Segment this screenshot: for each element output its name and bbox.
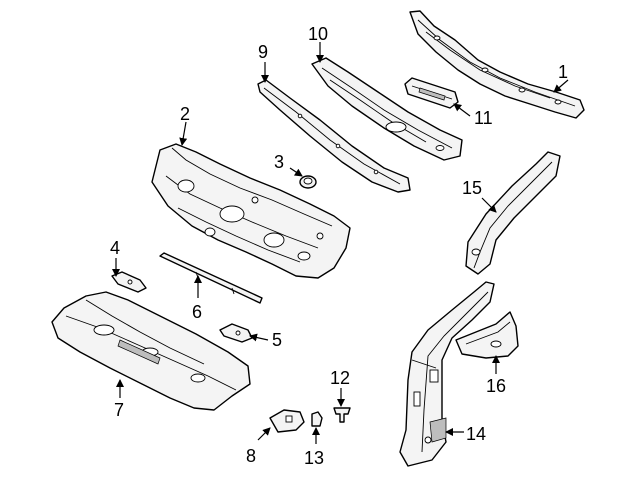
part-14-pillar-lower [399, 281, 495, 467]
callout-12: 12 [330, 368, 350, 388]
leader-lines [112, 42, 569, 444]
callout-7: 7 [114, 400, 124, 420]
callout-3: 3 [274, 152, 284, 172]
callout-2: 2 [180, 104, 190, 124]
part-2-dash-panel [151, 143, 351, 279]
part-5-bracket [219, 323, 253, 343]
callout-9: 9 [258, 42, 268, 62]
part-13-clip [311, 411, 323, 427]
callout-1: 1 [558, 62, 568, 82]
part-11-bracket [404, 77, 459, 109]
part-8-bracket [269, 409, 305, 433]
part-7-lower-panel [51, 291, 251, 411]
part-1-cowl-cross-member [409, 10, 585, 119]
callout-15: 15 [462, 178, 482, 198]
callout-13: 13 [304, 448, 324, 468]
part-12-fastener [333, 407, 351, 423]
part-6-reinforcement-bar [159, 252, 263, 304]
callout-11: 11 [474, 108, 493, 128]
callout-4: 4 [110, 238, 120, 258]
callout-labels: 1 2 3 4 5 6 7 8 9 10 11 12 13 14 15 16 [110, 24, 568, 468]
callout-6: 6 [192, 302, 202, 322]
part-15-pillar-upper [465, 151, 561, 275]
part-3-grommet [299, 175, 317, 189]
callout-5: 5 [272, 330, 282, 350]
callout-10: 10 [308, 24, 328, 44]
callout-14: 14 [466, 424, 486, 444]
callout-8: 8 [246, 446, 256, 466]
callout-16: 16 [486, 376, 506, 396]
part-10-cowl-vent-panel [311, 57, 463, 161]
part-4-bracket [111, 271, 147, 293]
part-9-windshield-panel [257, 79, 411, 193]
part-16-pillar-reinforcement [455, 311, 519, 359]
